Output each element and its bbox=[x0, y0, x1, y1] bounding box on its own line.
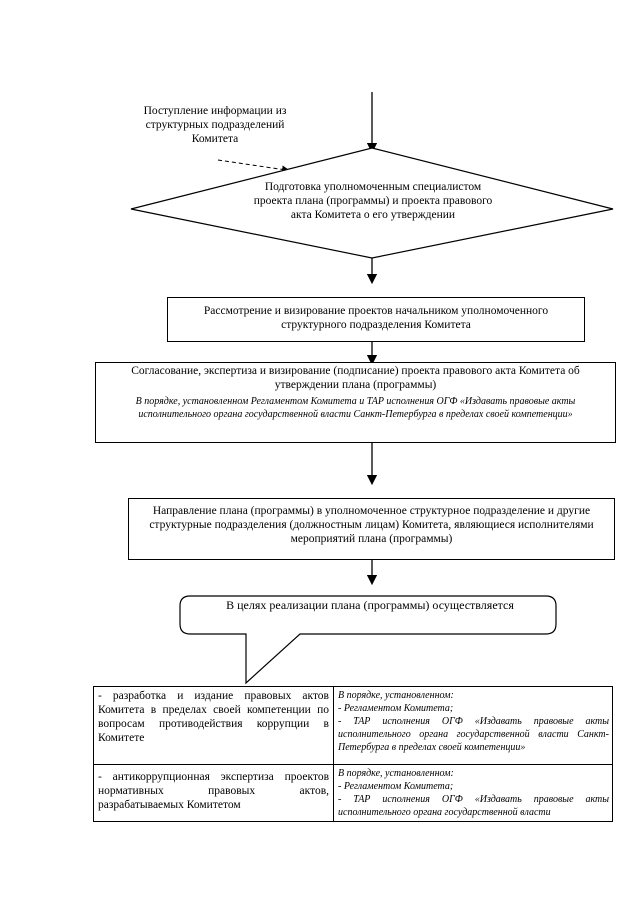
actions-table: - разработка и издание правовых актов Ко… bbox=[93, 686, 613, 822]
table-row-1-left: - разработка и издание правовых актов Ко… bbox=[98, 690, 329, 744]
callout-bubble bbox=[179, 595, 557, 685]
step4-text: Направление плана (программы) в уполномо… bbox=[149, 505, 594, 545]
step2-text: Рассмотрение и визирование проектов нача… bbox=[203, 305, 549, 331]
table-row-2-right-line-3: - ТАР исполнения ОГФ «Издавать правовые … bbox=[338, 794, 609, 818]
table-row-2-right-line-1: В порядке, установленном: bbox=[338, 768, 454, 779]
dashed-arrow bbox=[217, 159, 290, 174]
callout-text: В целях реализации плана (программы) осу… bbox=[226, 598, 514, 612]
table-row-1-right-line-1: В порядке, установленном: bbox=[338, 690, 454, 701]
table-row-1-right-line-2: - Регламентом Комитета; bbox=[338, 703, 454, 714]
table-row-1-right: В порядке, установленном: - Регламентом … bbox=[334, 687, 613, 764]
step3-box: Согласование, экспертиза и визирование (… bbox=[95, 362, 616, 443]
table-row-2-left: - антикоррупционная экспертиза проектов … bbox=[98, 771, 329, 811]
step4-box: Направление плана (программы) в уполномо… bbox=[128, 498, 615, 560]
table-row-1-right-line-3: - ТАР исполнения ОГФ «Издавать правовые … bbox=[338, 716, 609, 753]
table-divider-vertical bbox=[333, 687, 334, 821]
table-divider-horizontal bbox=[94, 764, 612, 765]
step3-title: Согласование, экспертиза и визирование (… bbox=[131, 365, 580, 391]
source-note: Поступление информации из структурных по… bbox=[143, 105, 287, 145]
step1-text: Подготовка уполномоченным специалистом п… bbox=[253, 181, 493, 221]
step3-note: В порядке, установленном Регламентом Ком… bbox=[135, 396, 576, 420]
table-row-2-right-line-2: - Регламентом Комитета; bbox=[338, 781, 454, 792]
step2-box: Рассмотрение и визирование проектов нача… bbox=[167, 297, 585, 342]
table-row-2-right: В порядке, установленном: - Регламентом … bbox=[334, 765, 613, 822]
